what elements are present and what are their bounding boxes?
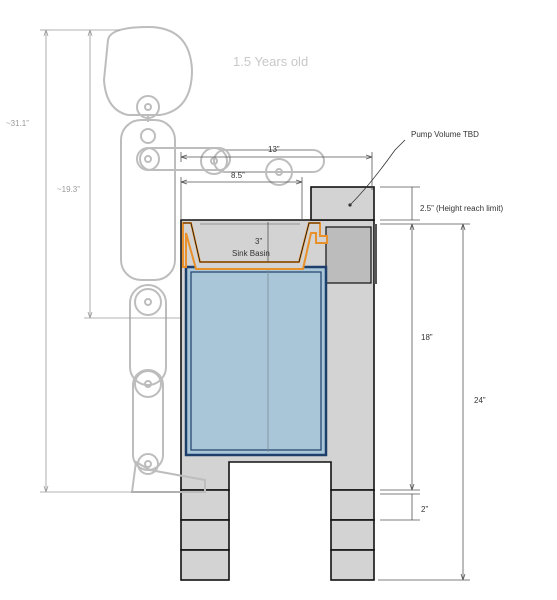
total-height-label: ~31.1” (6, 119, 29, 128)
forearm-dim (180, 177, 303, 220)
shoulder-height-label: ~19.3” (57, 185, 80, 194)
forearm-length-label: 8.5” (231, 171, 245, 180)
pump-label: Pump Volume TBD (411, 130, 479, 139)
right-step-stack (330, 489, 375, 581)
water-tank-inner (190, 271, 322, 451)
pump-volume-box (325, 226, 372, 284)
reach-limit-label: 2.5” (Height reach limit) (420, 204, 503, 213)
sink-basin-label: Sink Basin (232, 249, 270, 258)
right-dims (378, 186, 470, 581)
basin-depth-label: 3” (255, 237, 262, 246)
cabinet-height-label: 24” (474, 396, 486, 405)
pump-side-panel (374, 224, 377, 284)
age-label: 1.5 Years old (233, 54, 308, 69)
child-figure (102, 25, 325, 493)
sink-basin-outline (183, 222, 320, 263)
pump-leader (348, 139, 406, 207)
tank-height-label: 18” (421, 333, 433, 342)
left-step-stack (180, 489, 230, 581)
arm-reach-dim (180, 152, 373, 190)
head (102, 25, 194, 116)
torso (120, 119, 176, 281)
arm-length-label: 13” (268, 145, 280, 154)
pump-column (310, 186, 375, 221)
step-height-label: 2” (421, 505, 428, 514)
total-height-dim (40, 29, 180, 493)
shoulder-height-dim (84, 29, 180, 319)
